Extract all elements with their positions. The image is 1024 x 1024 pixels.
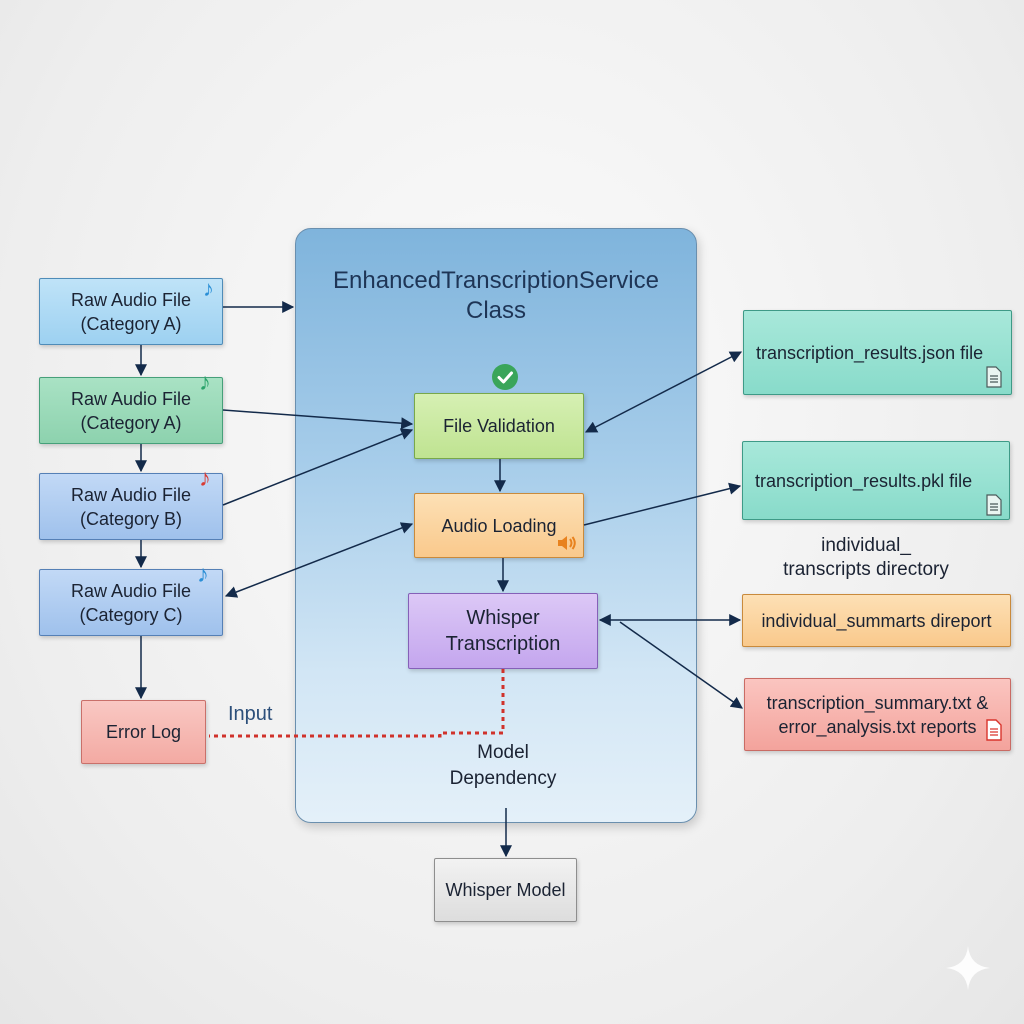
raw-audio-file-label: Raw Audio File (Category A) xyxy=(70,388,192,433)
file-validation-label: File Validation xyxy=(443,416,555,436)
sparkle-icon xyxy=(944,944,992,997)
speaker-icon xyxy=(556,533,578,553)
individual-summaries-label: individual_summarts direport xyxy=(761,610,992,631)
reports-output-box: transcription_summary.txt & error_analys… xyxy=(744,678,1011,751)
whisper-transcription-label: Whisper Transcription xyxy=(445,607,561,655)
music-note-icon: ♪ xyxy=(203,276,214,301)
model-dependency-label: Model Dependency xyxy=(449,742,557,789)
service-class-title: EnhancedTranscriptionService Class xyxy=(333,267,659,324)
raw-audio-file-category-a-2: Raw Audio File (Category A) xyxy=(39,377,223,444)
pkl-output-box: transcription_results.pkl file xyxy=(742,441,1010,520)
arrow-file4-loading xyxy=(224,522,414,598)
raw-audio-file-label: Raw Audio File (Category C) xyxy=(70,580,192,625)
input-label: Input xyxy=(228,703,273,725)
raw-audio-file-label: Raw Audio File (Category B) xyxy=(70,484,192,529)
arrow-loading-to-pkl xyxy=(583,482,742,526)
arrow-validation-json xyxy=(584,351,743,433)
music-note-icon: ♪ xyxy=(199,369,211,396)
whisper-transcription-step: Whisper Transcription xyxy=(408,593,598,669)
document-icon xyxy=(986,366,1002,393)
raw-audio-file-category-b: Raw Audio File (Category B) xyxy=(39,473,223,540)
individual-summaries-box: individual_summarts direport xyxy=(742,594,1011,647)
raw-audio-file-category-c: Raw Audio File (Category C) xyxy=(39,569,223,636)
raw-audio-file-category-a-1: Raw Audio File (Category A) xyxy=(39,278,223,345)
error-log-box: Error Log xyxy=(81,700,206,764)
individual-transcripts-directory-label: individual_ transcripts directory xyxy=(783,535,949,580)
json-output-label: transcription_results.json file xyxy=(756,342,984,363)
document-icon xyxy=(986,719,1002,746)
error-log-label: Error Log xyxy=(105,722,182,742)
document-icon xyxy=(986,494,1002,521)
audio-loading-step: Audio Loading xyxy=(414,493,584,558)
arrow-whisper-to-reports xyxy=(619,621,743,709)
music-note-icon: ♪ xyxy=(197,561,209,588)
reports-output-label: transcription_summary.txt & error_analys… xyxy=(766,692,989,737)
whisper-model-label: Whisper Model xyxy=(445,880,566,900)
json-output-box: transcription_results.json file xyxy=(743,310,1012,395)
check-icon xyxy=(491,363,519,391)
arrow-file3-to-validation xyxy=(222,428,414,506)
dotted-model-dependency-line xyxy=(209,669,505,738)
whisper-model-box: Whisper Model xyxy=(434,858,577,922)
pkl-output-label: transcription_results.pkl file xyxy=(755,470,973,491)
raw-audio-file-label: Raw Audio File (Category A) xyxy=(70,289,192,334)
file-validation-step: File Validation xyxy=(414,393,584,459)
arrow-file2-to-validation xyxy=(222,409,414,430)
music-note-icon: ♪ xyxy=(199,465,211,492)
audio-loading-label: Audio Loading xyxy=(441,515,557,536)
